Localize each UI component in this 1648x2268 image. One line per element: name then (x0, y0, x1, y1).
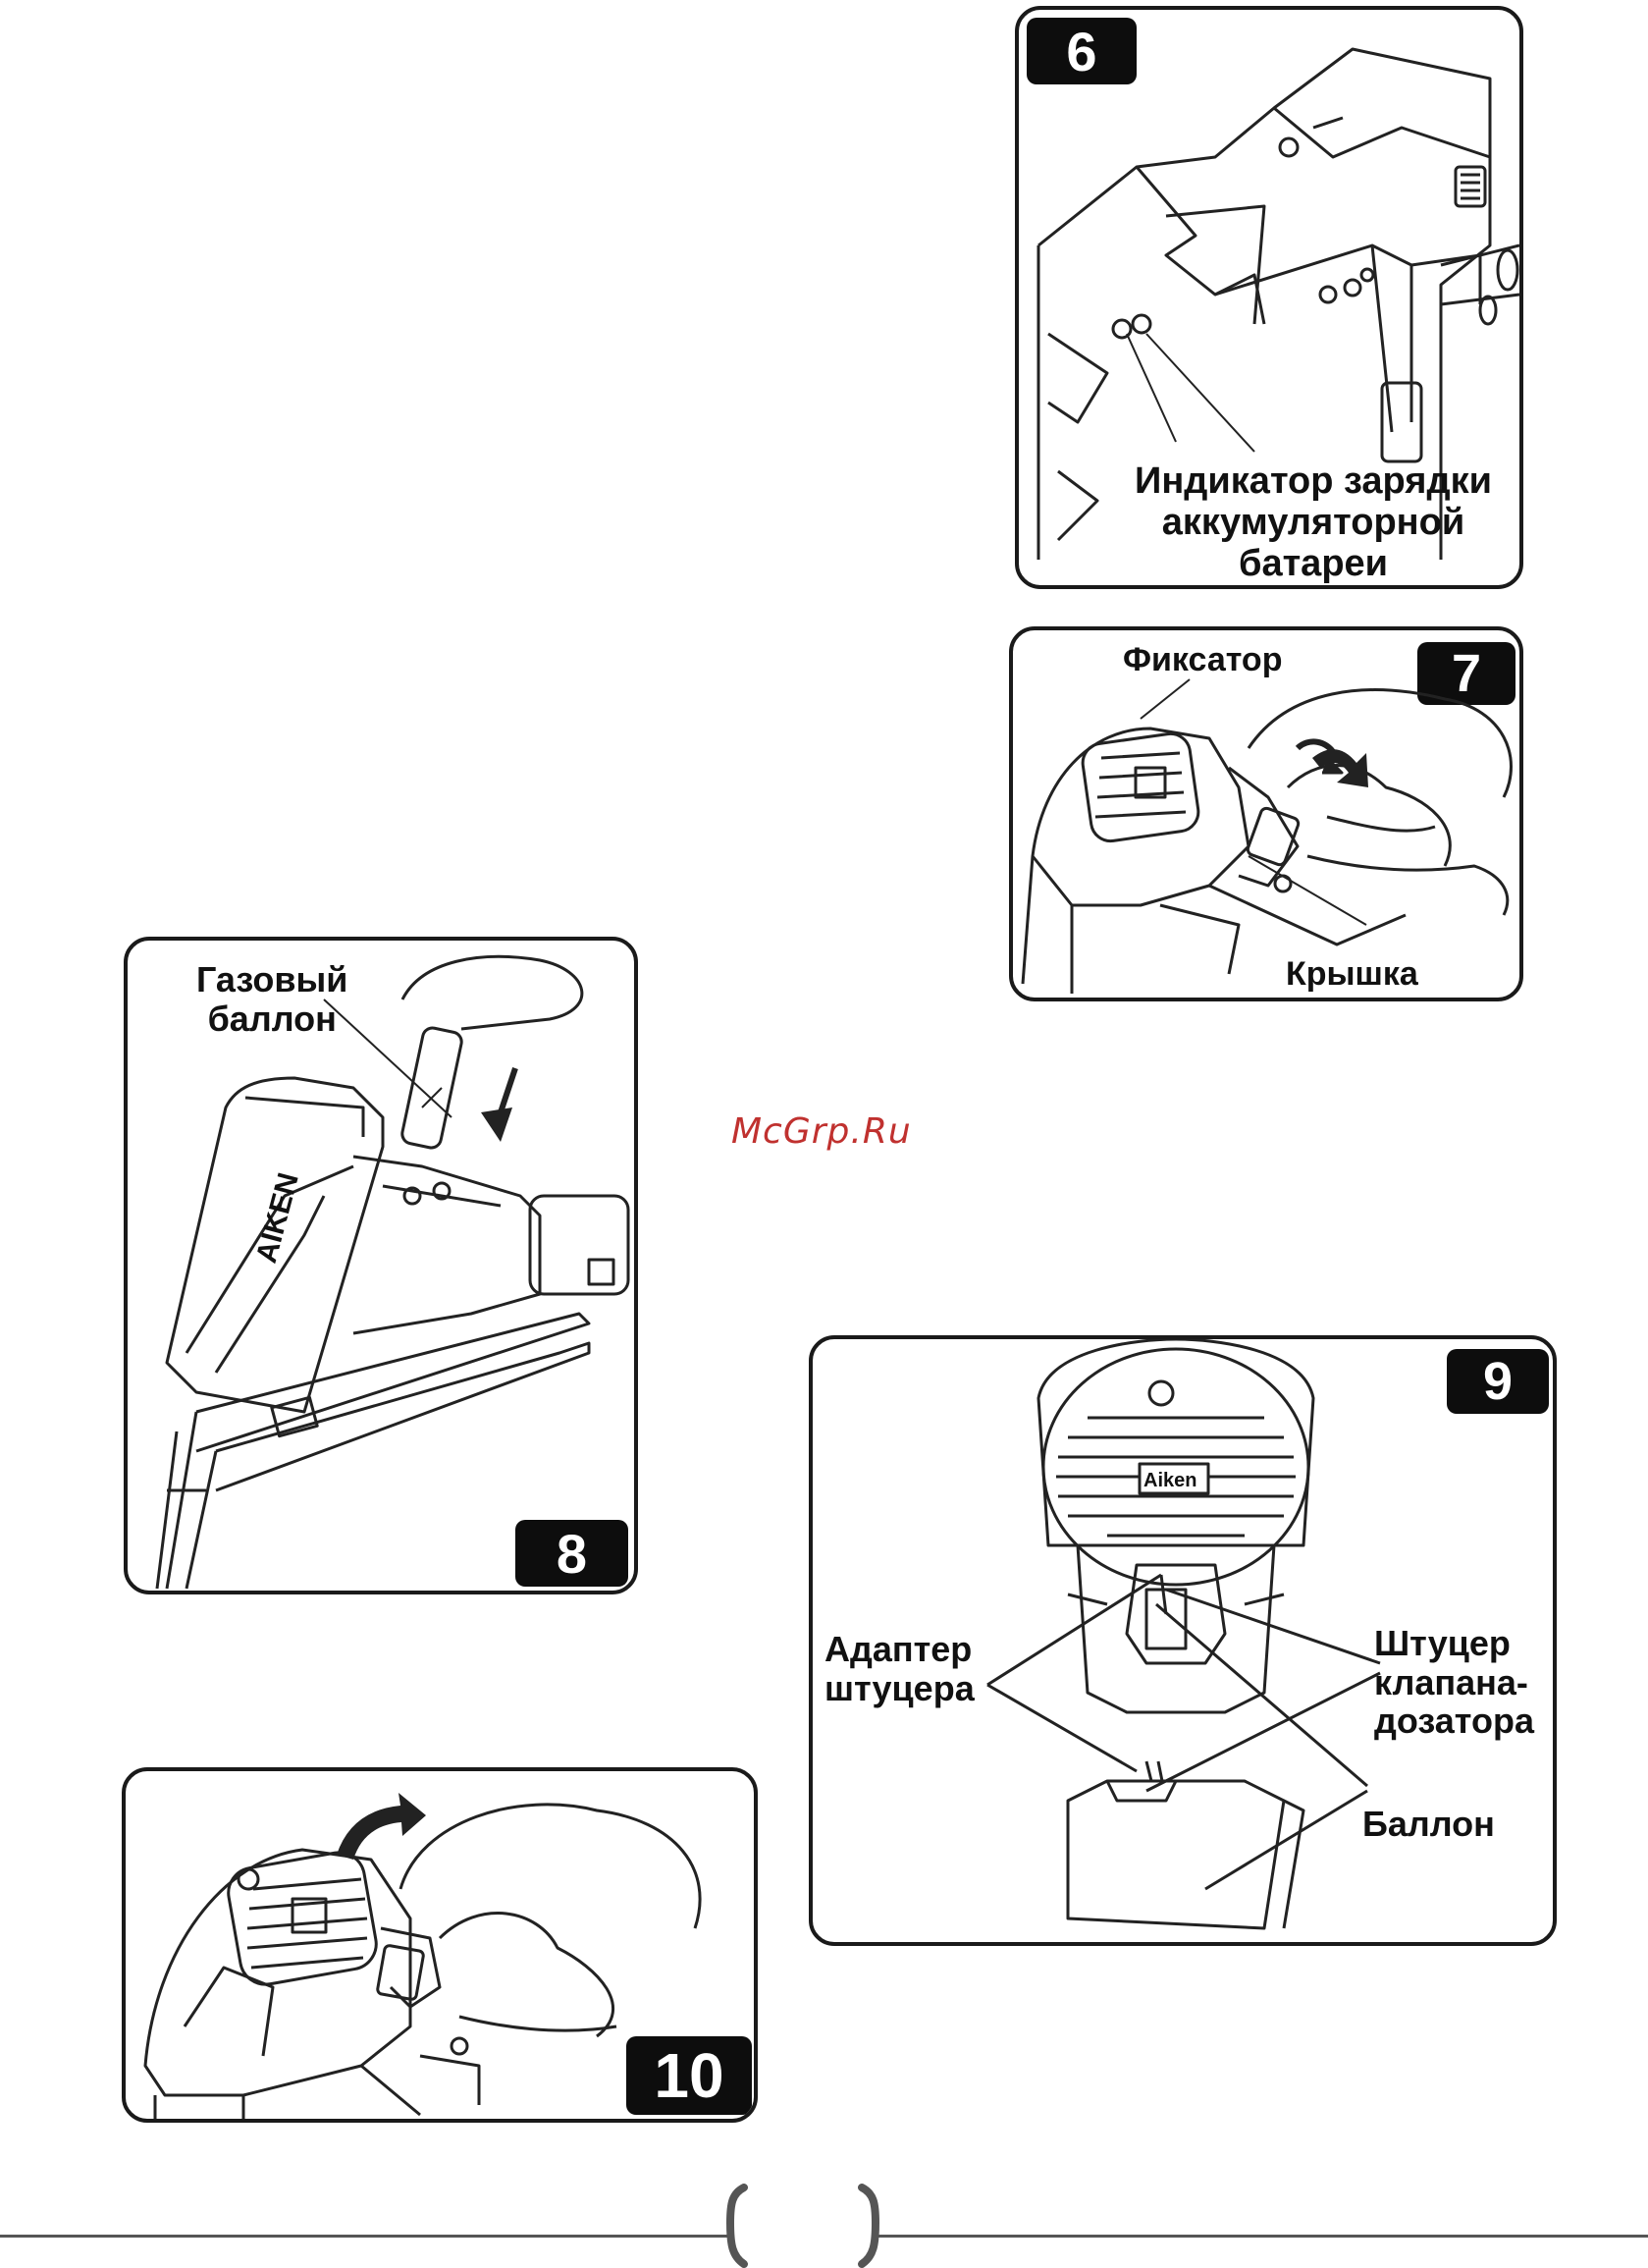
cover-latch-illustration (1013, 630, 1523, 1001)
canister-callout: Баллон (1362, 1805, 1495, 1844)
figure-6-panel: 6 Индикатор зарядки а (1015, 6, 1523, 589)
page-number-bracket (722, 2184, 883, 2268)
fitting-adapter-callout: Адаптер штуцера (824, 1630, 975, 1707)
valve-fitting-callout: Штуцер клапана- дозатора (1374, 1624, 1534, 1741)
nailer-side-illustration: AIKEN (128, 941, 638, 1594)
brand-logo: Aiken (1143, 1470, 1196, 1491)
figure-9-panel: 9 Aiken (809, 1335, 1557, 1946)
battery-indicator-callout: Индикатор зарядки аккумуляторной батареи (1107, 461, 1519, 584)
cover-closing-illustration (126, 1771, 758, 2123)
footer-rule-left (0, 2235, 734, 2238)
cover-callout: Крышка (1286, 956, 1418, 993)
figure-10-panel: 10 (122, 1767, 758, 2123)
latch-callout: Фиксатор (1123, 642, 1282, 678)
figure-8-panel: 8 Газовый баллон (124, 937, 638, 1594)
svg-text:AIKEN: AIKEN (250, 1169, 305, 1267)
figure-7-panel: 7 Фиксатор Крышка (1009, 626, 1523, 1001)
site-watermark: McGrp.Ru (731, 1111, 912, 1152)
brand-logo: AIKEN (250, 1169, 305, 1267)
svg-text:Aiken: Aiken (1143, 1470, 1196, 1491)
footer-rule-right (872, 2235, 1648, 2238)
